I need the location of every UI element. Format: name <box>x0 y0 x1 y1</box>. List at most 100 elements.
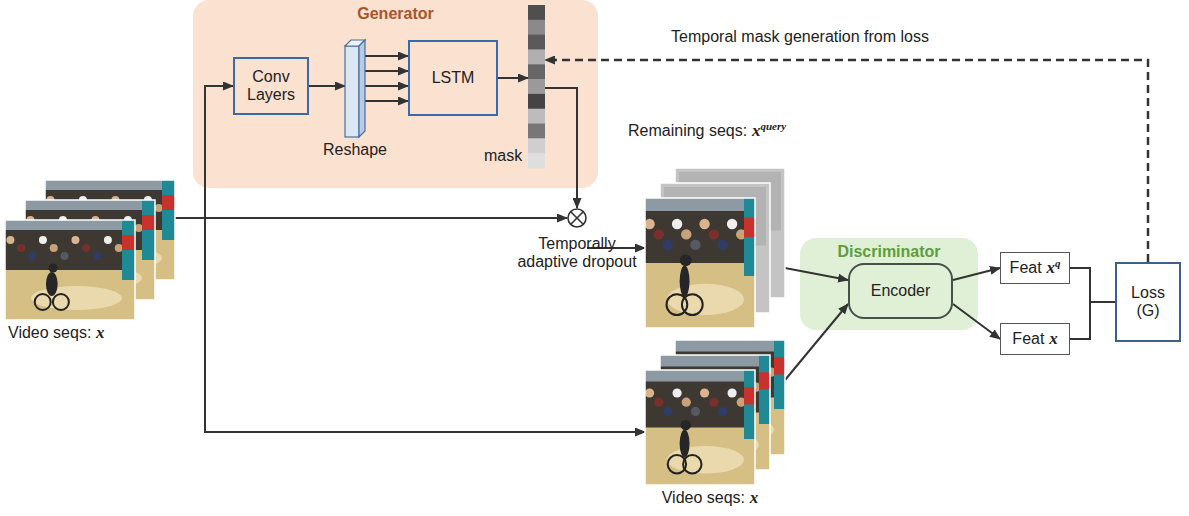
spectator <box>672 219 682 229</box>
rider-head <box>680 255 692 267</box>
banner-red <box>122 235 135 250</box>
multiply-cross <box>571 212 583 224</box>
label-group: Video seqs: x <box>630 488 790 508</box>
feature-box: Featxq <box>1000 252 1070 284</box>
spectator <box>718 407 727 416</box>
spectator <box>682 398 691 407</box>
loss-box: Loss (G) <box>1115 262 1181 342</box>
label-group: Video seqs: x <box>8 323 178 343</box>
connector <box>365 56 408 101</box>
node-label: Loss (G) <box>1125 284 1171 321</box>
frame-border <box>5 220 135 320</box>
math-symbol: x <box>1049 329 1058 348</box>
multiply-cross <box>571 212 583 224</box>
panel-fill <box>193 0 598 188</box>
edge-label: Temporal mask generation from loss <box>668 28 932 46</box>
spectator <box>61 252 69 260</box>
connector-line <box>953 268 1000 280</box>
label-group: Remaining seqs:xquery <box>628 121 818 141</box>
connector-line <box>365 55 408 57</box>
banner-red <box>142 215 155 230</box>
node-label: Conv Layers <box>235 68 307 105</box>
slab-front <box>345 46 359 137</box>
connector <box>1070 268 1115 302</box>
connector <box>545 60 1148 262</box>
label-group: Featx <box>1012 329 1057 349</box>
discriminator-panel: DiscriminatorEncoder <box>800 238 978 330</box>
mask-segment <box>528 79 545 94</box>
node-label: Video seqs: <box>8 324 91 341</box>
spectator <box>709 229 719 239</box>
label-group: Conv Layers <box>235 68 307 105</box>
connector <box>175 218 645 432</box>
rider-body <box>46 272 58 296</box>
spectator <box>654 229 664 239</box>
sky-strip <box>5 220 135 230</box>
spectator <box>93 252 101 260</box>
shape <box>567 208 587 228</box>
mask-segment <box>528 124 545 139</box>
connector <box>1070 302 1115 339</box>
shape <box>5 180 175 320</box>
spectator <box>39 236 47 244</box>
node-label: Temporally adaptive dropout <box>509 235 645 272</box>
multiply-circle <box>568 209 586 227</box>
spectator <box>135 224 143 232</box>
banner-red <box>774 357 785 374</box>
panel-fill <box>800 238 978 330</box>
mask-segment <box>528 35 545 50</box>
label-group: Discriminator <box>800 243 978 261</box>
node-label: Encoder <box>871 282 931 300</box>
label-group: Reshape <box>322 141 388 159</box>
math-symbol: x <box>750 488 759 507</box>
rider-head <box>681 420 691 430</box>
spectator <box>663 407 672 416</box>
spectator <box>115 244 123 252</box>
mask-segment <box>528 138 545 153</box>
shape <box>528 5 545 168</box>
node-label: Feat <box>1010 259 1042 276</box>
video-stack: Video seqs:x <box>645 340 785 485</box>
video-frame <box>5 220 135 320</box>
video-stack: Remaining seqs:xquery <box>645 168 785 328</box>
connector-line <box>545 88 577 208</box>
connector-line <box>175 218 645 432</box>
connector <box>953 268 1000 280</box>
spectator <box>691 407 700 416</box>
banner <box>759 355 770 424</box>
encoder-box: Encoder <box>848 263 953 319</box>
spectator <box>644 219 654 229</box>
shape <box>345 40 365 137</box>
rider-body <box>680 430 690 458</box>
sky-strip <box>645 370 755 382</box>
banner <box>162 180 175 240</box>
mask-segment <box>528 64 545 79</box>
mask-segment <box>528 153 545 168</box>
math-symbol: x <box>752 121 761 140</box>
banner-red <box>744 387 755 404</box>
node-label: mask <box>484 147 528 165</box>
connector-line <box>365 70 408 72</box>
spectator <box>28 252 36 260</box>
spectator <box>6 236 14 244</box>
banner <box>744 198 755 276</box>
banner <box>774 340 785 409</box>
mask-segment <box>528 49 545 64</box>
spectator <box>104 236 112 244</box>
node-label: Video seqs: <box>662 489 745 506</box>
spectator <box>82 244 90 252</box>
spectator <box>700 388 709 397</box>
node-label: Reshape <box>322 141 388 159</box>
floor-shine <box>667 284 744 315</box>
connector-line <box>545 60 1148 262</box>
mask-segment <box>528 109 545 124</box>
mask-segment <box>528 5 545 20</box>
math-symbol: x <box>96 323 105 342</box>
connector-line <box>365 85 408 87</box>
spectator <box>699 219 709 229</box>
banner-red <box>759 372 770 389</box>
label-group: Temporally adaptive dropout <box>509 235 645 272</box>
feature-box: Featx <box>1000 323 1070 355</box>
